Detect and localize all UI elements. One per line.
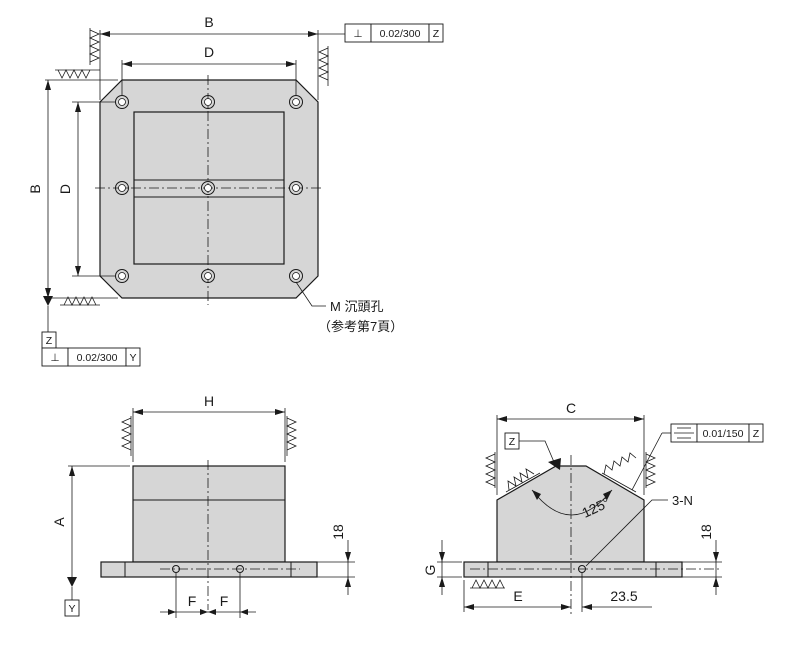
front-view-hole: [236, 565, 244, 573]
counterbore-note-line1: M 沉頭孔: [330, 299, 383, 314]
datum-y-triangle: [67, 577, 77, 587]
counterbore-hole: [201, 95, 215, 109]
dim-label-23-5: 23.5: [610, 588, 637, 604]
perpendicularity-icon: ⊥: [50, 352, 59, 364]
front-view-flange: [100, 561, 318, 578]
datum-y-box: [64, 599, 80, 617]
surface-finish-symbol: [286, 416, 297, 456]
surface-finish-symbol: [485, 452, 496, 488]
surface-finish-symbol: [470, 579, 505, 589]
holes-callout: 3-N: [672, 493, 693, 508]
side-view: 125° C G E 23.5 18 3-N: [422, 400, 722, 615]
perp-left-datum: Y: [129, 352, 136, 364]
datum-z-triangle: [43, 296, 53, 306]
datum-z-box-top: Z: [41, 331, 57, 349]
perp-top-value: 0.02/300: [380, 28, 421, 40]
front-view-hole: [172, 565, 180, 573]
dim-label-f-left: F: [188, 593, 197, 609]
dim-label-d-top: D: [204, 44, 214, 60]
surface-finish-symbol: [89, 28, 100, 65]
surface-finish-symbol: [55, 69, 100, 79]
counterbore-hole: [289, 181, 303, 195]
counterbore-callout: M 沉頭孔 （参考第7頁）: [295, 281, 403, 334]
front-view-block: [132, 465, 286, 563]
datum-z-label: Z: [46, 335, 53, 347]
counterbore-note-line2: （参考第7頁）: [318, 319, 403, 334]
gdt-frame-perpendicularity-top: ⊥ 0.02/300 Z: [344, 23, 444, 43]
perpendicularity-icon: ⊥: [353, 28, 362, 40]
dim-label-h: H: [204, 393, 214, 409]
surface-finish-symbol: [60, 296, 100, 306]
surface-finish-symbol: [645, 452, 656, 488]
top-view: B D B D: [27, 14, 345, 332]
dim-label-b-left: B: [27, 184, 43, 193]
counterbore-hole: [201, 269, 215, 283]
front-view: H A Y F F 18: [51, 393, 355, 618]
datum-y-label: Y: [68, 603, 75, 615]
symmetry-icon: [674, 427, 694, 439]
sym-datum: Z: [753, 428, 760, 440]
dim-label-d-left: D: [57, 184, 73, 194]
dim-label-c: C: [566, 400, 576, 416]
dim-label-a: A: [51, 517, 67, 527]
counterbore-hole: [115, 269, 129, 283]
side-view-flange: [463, 561, 683, 578]
dim-label-18-front: 18: [330, 524, 346, 540]
perp-left-value: 0.02/300: [77, 352, 118, 364]
perp-top-datum: Z: [433, 28, 440, 40]
side-view-hole: [578, 565, 586, 573]
gdt-frame-perpendicularity-left: ⊥ 0.02/300 Y: [41, 347, 141, 367]
dim-label-18-side: 18: [698, 524, 714, 540]
surface-finish-symbol: [318, 46, 329, 86]
counterbore-hole: [289, 95, 303, 109]
dim-label-b-top: B: [204, 14, 213, 30]
dim-label-e: E: [513, 588, 522, 604]
datum-z-side-triangle: [548, 458, 561, 470]
datum-z-side-label: Z: [509, 436, 516, 448]
sym-value: 0.01/150: [703, 428, 744, 440]
dim-label-g: G: [422, 565, 438, 576]
counterbore-hole: [115, 95, 129, 109]
counterbore-hole: [201, 181, 215, 195]
angle-arc: [531, 489, 613, 516]
dim-label-f-right: F: [220, 593, 229, 609]
surface-finish-symbol: [505, 468, 541, 493]
counterbore-hole: [115, 181, 129, 195]
surface-finish-symbol: [601, 452, 637, 493]
surface-finish-symbol: [121, 416, 132, 456]
gdt-frame-symmetry: 0.01/150 Z: [670, 423, 764, 443]
